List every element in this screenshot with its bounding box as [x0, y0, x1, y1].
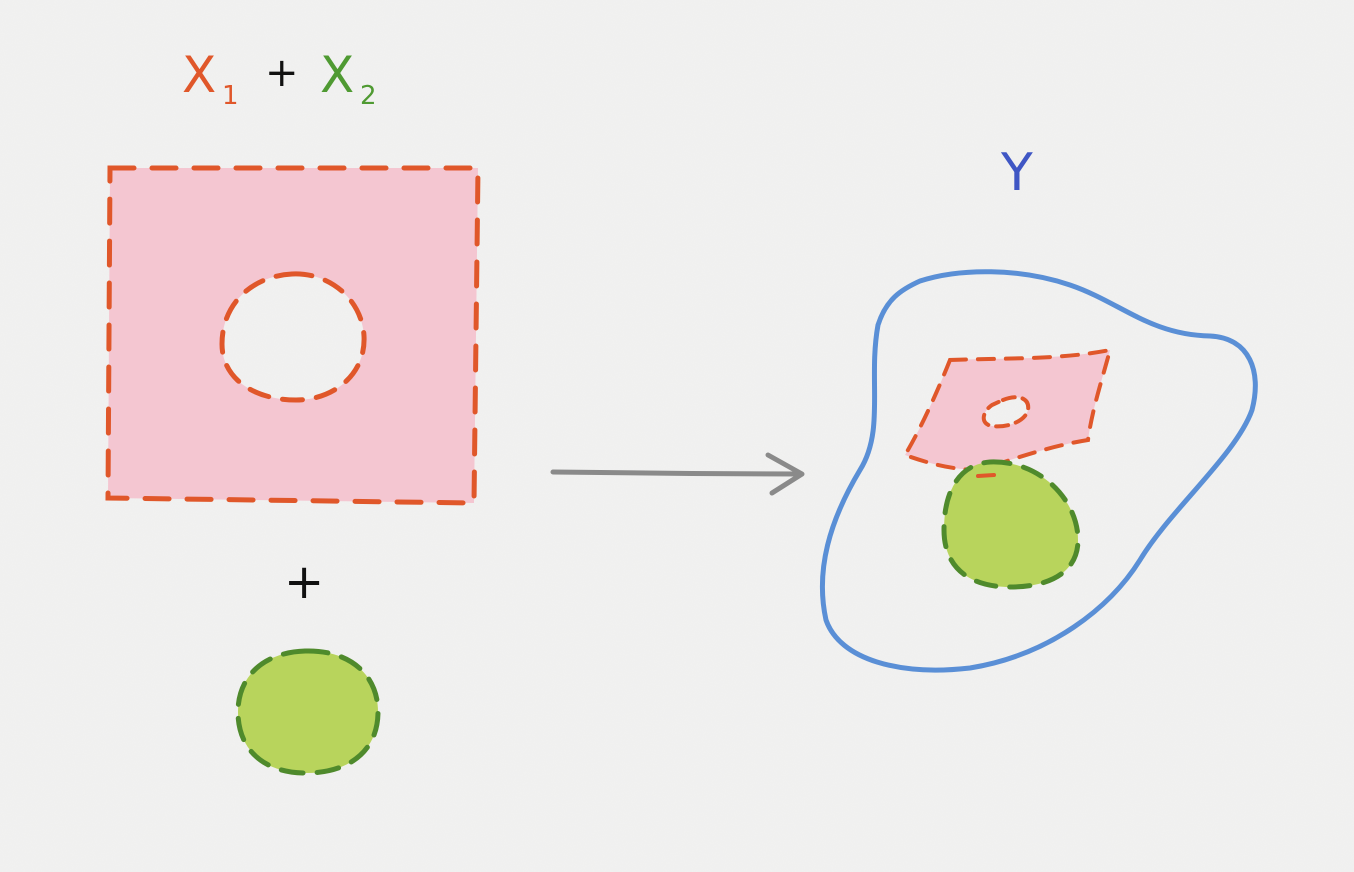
- x1-annulus-shape: [108, 168, 478, 503]
- arrow-shaft: [550, 469, 803, 477]
- y-image-x1-hole-boundary: [981, 395, 1031, 429]
- x2-disk-shape: [235, 648, 381, 776]
- plus-sign-middle: +: [284, 554, 324, 610]
- y-image-x2-disk: [941, 459, 1081, 590]
- mapping-arrow: [550, 452, 805, 496]
- arrow-head: [765, 452, 805, 496]
- label-x2: X 2: [320, 46, 377, 111]
- x1-hole-dashed-boundary: [219, 271, 367, 403]
- x1-letter: X: [182, 46, 216, 104]
- label-x1: X 1: [182, 46, 239, 111]
- y-space-boundary: [819, 269, 1258, 673]
- y-image-x1-shape: [905, 350, 1110, 470]
- y-image-x1-dashed-boundary: [902, 347, 1113, 473]
- x2-letter: X: [320, 46, 354, 104]
- x1-outer-dashed-boundary: [105, 165, 481, 506]
- x1-subscript: 1: [222, 81, 239, 111]
- x2-subscript: 2: [360, 81, 377, 111]
- y-image-x1-bottom-tick: [976, 473, 996, 478]
- plus-sign-top: +: [265, 50, 299, 96]
- y-label: Y: [1000, 143, 1033, 203]
